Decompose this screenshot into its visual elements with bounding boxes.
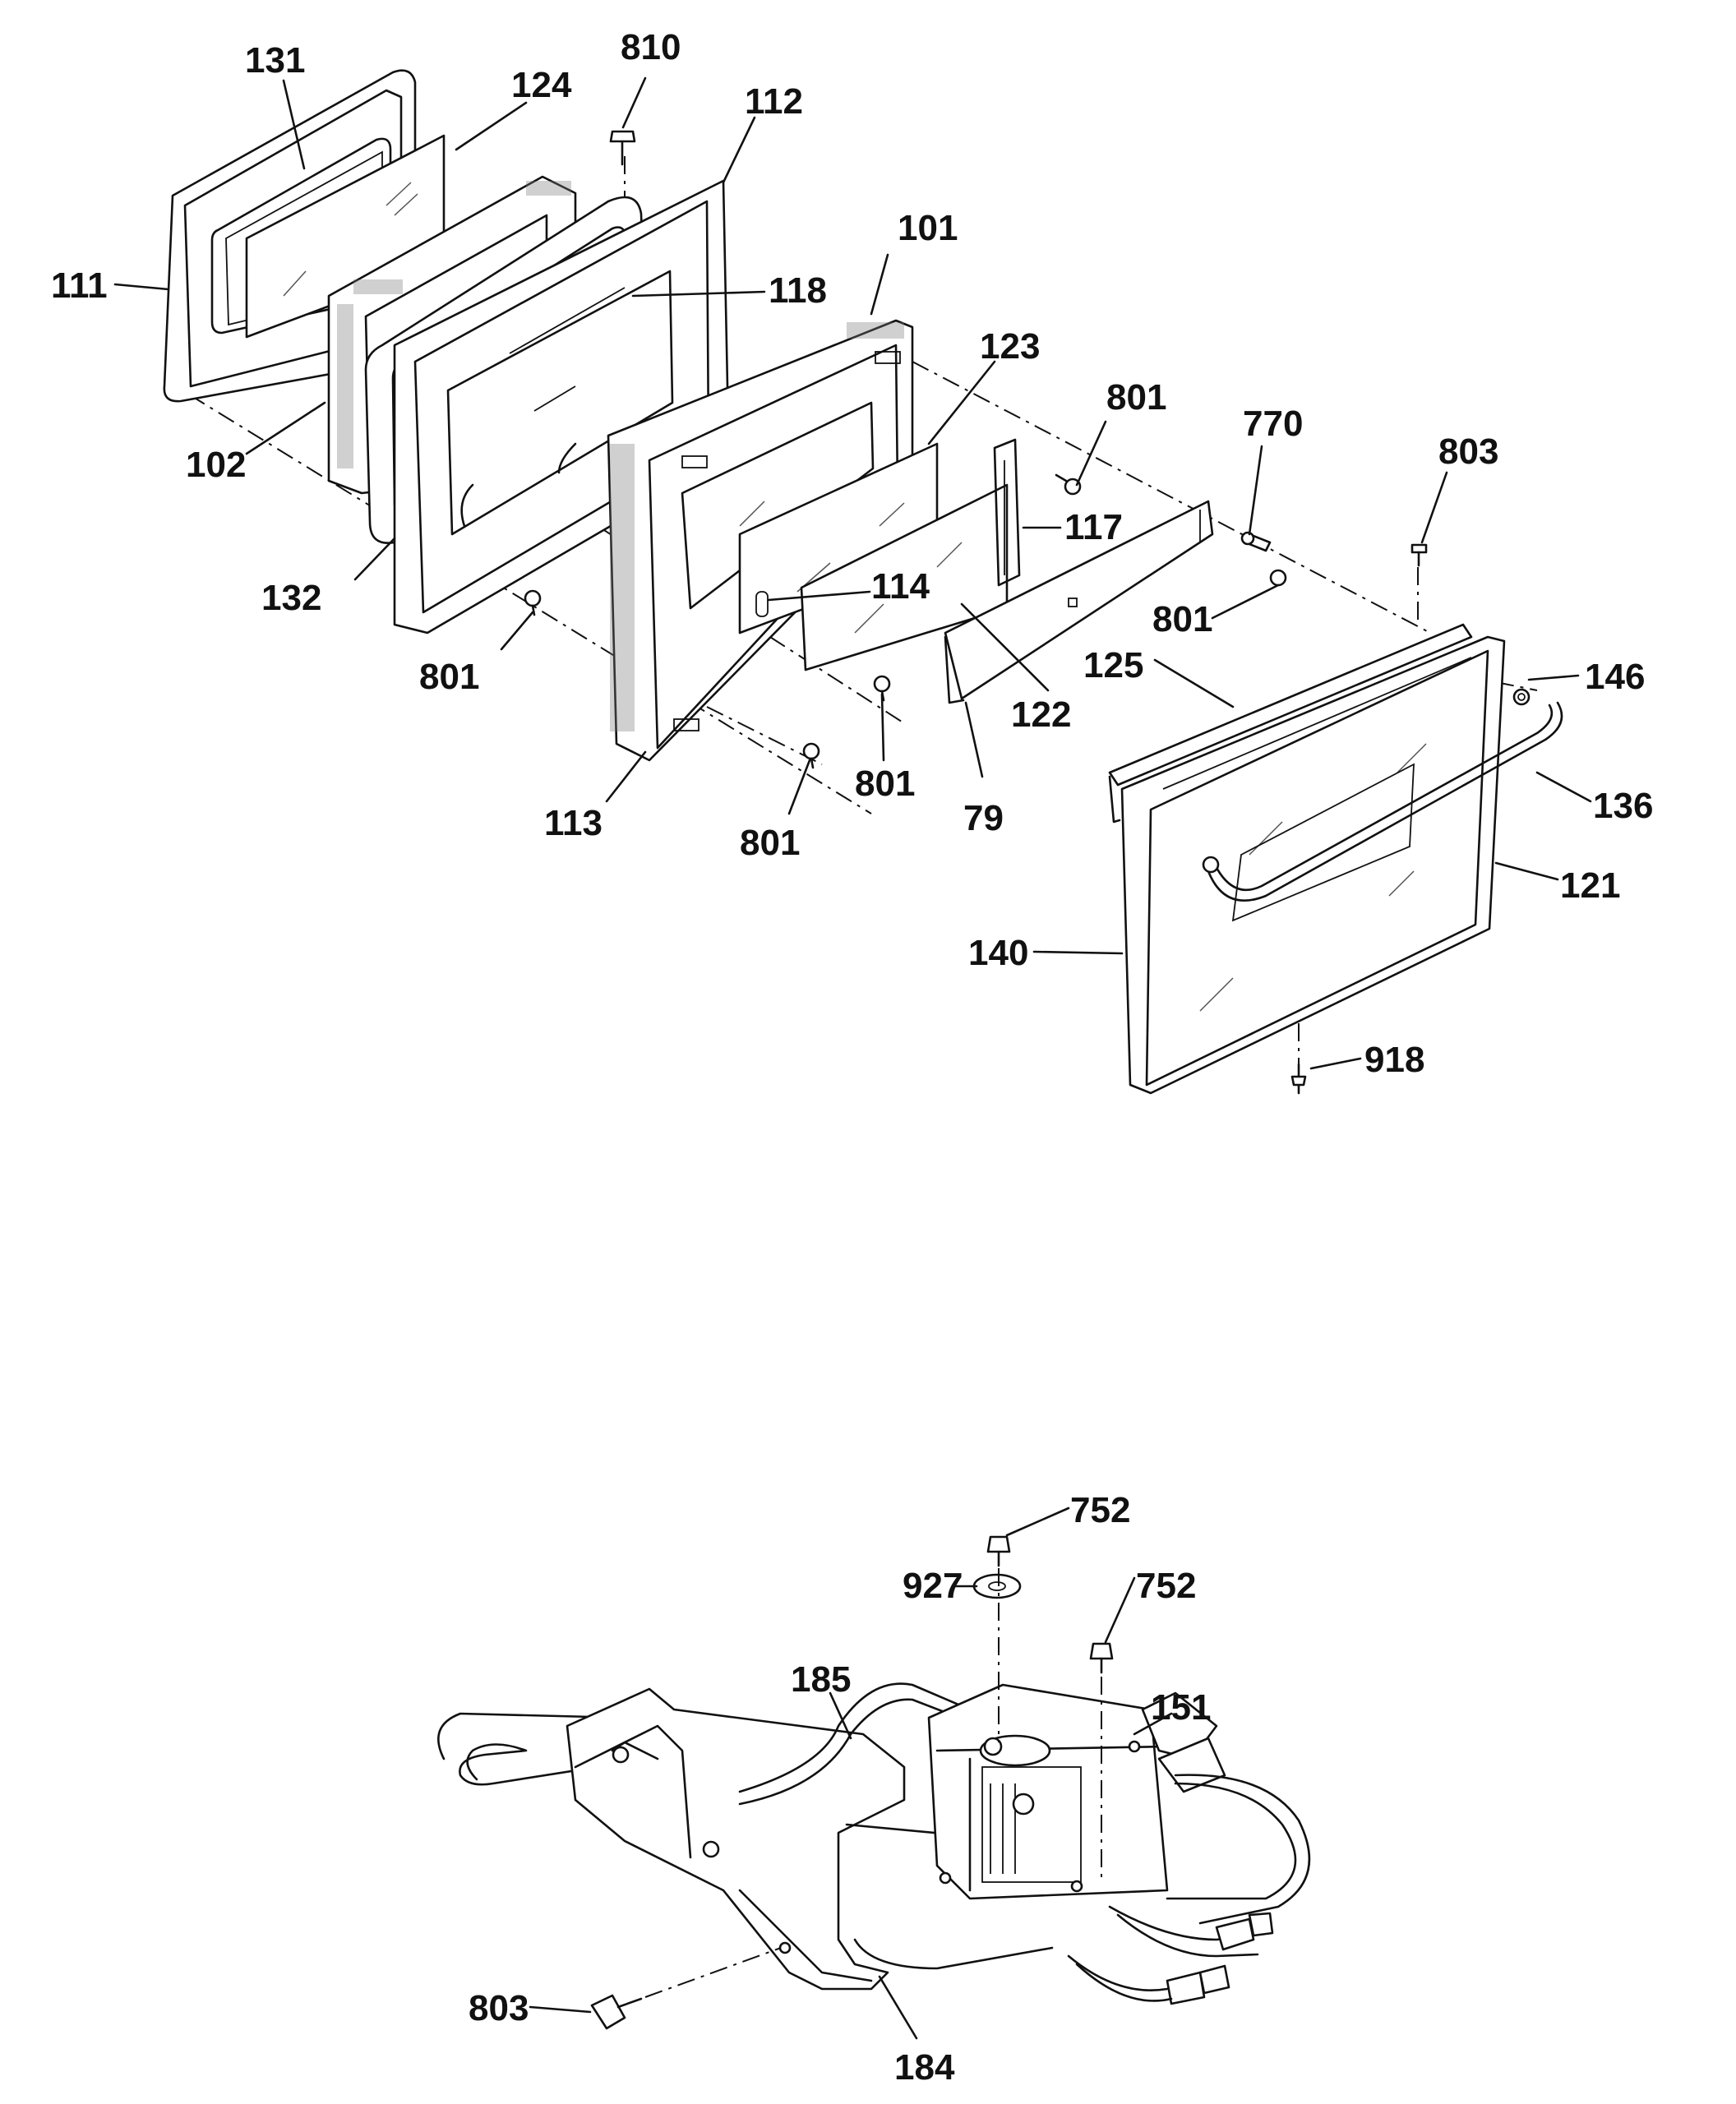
label-918: 918 xyxy=(1364,1040,1424,1080)
label-136: 136 xyxy=(1593,786,1653,826)
label-125: 125 xyxy=(1083,645,1143,685)
label-151: 151 xyxy=(1151,1687,1211,1728)
label-112: 112 xyxy=(745,81,803,122)
label-124: 124 xyxy=(511,65,572,105)
label-770: 770 xyxy=(1243,404,1303,444)
part-184-latch-arm xyxy=(437,1687,1054,1991)
label-801-e: 801 xyxy=(740,823,800,863)
label-801-a: 801 xyxy=(1106,377,1166,418)
label-132: 132 xyxy=(261,578,321,618)
label-803-a: 803 xyxy=(1438,431,1498,472)
label-118: 118 xyxy=(769,270,827,311)
label-111: 111 xyxy=(51,265,108,306)
label-140: 140 xyxy=(968,933,1028,973)
label-79: 79 xyxy=(963,798,1004,838)
label-801-b: 801 xyxy=(419,657,479,697)
label-752-a: 752 xyxy=(1070,1490,1130,1530)
leader-lines xyxy=(113,76,1592,1070)
label-121: 121 xyxy=(1560,865,1620,906)
latch-leader-lines xyxy=(529,1506,1173,2040)
washer-146 xyxy=(1512,688,1531,706)
label-122: 122 xyxy=(1011,694,1071,735)
part-121-140-outer-glass-door xyxy=(1120,635,1506,1095)
screw-803-a xyxy=(1410,543,1428,567)
door-latch-assembly xyxy=(437,1506,1311,2040)
latch-screws xyxy=(590,1535,1114,2030)
label-113: 113 xyxy=(544,803,603,843)
label-185: 185 xyxy=(791,1659,851,1700)
label-102: 102 xyxy=(186,445,246,485)
washer-140 xyxy=(1202,856,1220,874)
screw-810 xyxy=(609,130,636,166)
label-131: 131 xyxy=(245,40,305,81)
label-117: 117 xyxy=(1064,507,1123,547)
screw-770 xyxy=(1240,531,1272,552)
label-801-d: 801 xyxy=(855,764,915,804)
label-114: 114 xyxy=(871,566,930,607)
screws xyxy=(524,130,1531,1095)
screw-918 xyxy=(1290,1063,1307,1095)
screw-801-c xyxy=(524,589,542,616)
part-117-bracket xyxy=(993,438,1021,587)
label-184: 184 xyxy=(894,2047,955,2088)
label-801-c: 801 xyxy=(1152,599,1212,639)
latch-alignment-lines xyxy=(644,1568,1102,1998)
screw-801-a xyxy=(1055,473,1082,496)
part-151-latch-motor xyxy=(927,1683,1311,2005)
screw-752-b xyxy=(1089,1642,1114,1674)
label-810: 810 xyxy=(621,27,681,67)
screw-801-e xyxy=(802,742,820,769)
label-927: 927 xyxy=(903,1566,963,1606)
part-136-handle xyxy=(1207,701,1563,902)
part-122-channel xyxy=(944,500,1214,704)
label-146: 146 xyxy=(1585,657,1645,697)
oven-door-assembly xyxy=(113,69,1592,1095)
label-752-b: 752 xyxy=(1136,1566,1196,1606)
label-123: 123 xyxy=(980,326,1040,367)
part-125-vent-strip xyxy=(1108,623,1473,824)
screw-801-b xyxy=(1269,569,1287,587)
part-927-washer xyxy=(972,1573,1022,1599)
part-labels: 131 124 810 112 111 118 101 123 801 770 … xyxy=(51,27,1653,2088)
label-101: 101 xyxy=(898,208,958,248)
label-803-b: 803 xyxy=(469,1988,529,2028)
screw-752-a xyxy=(986,1535,1011,1567)
screw-803-b xyxy=(590,1994,643,2030)
